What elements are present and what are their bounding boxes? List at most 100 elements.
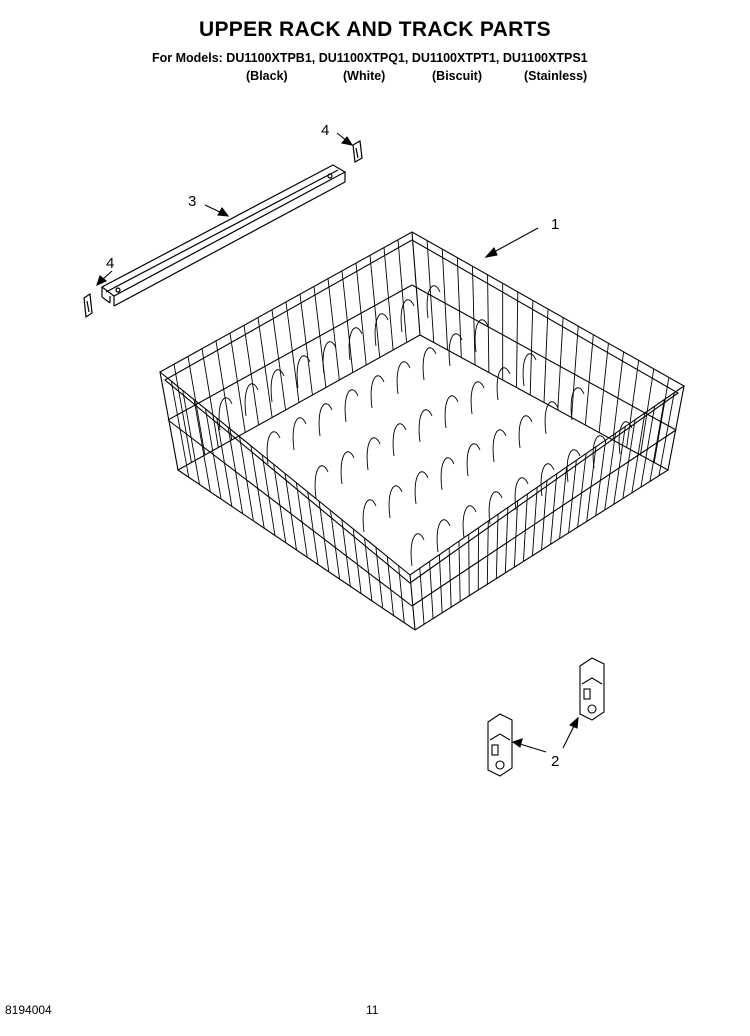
rack-wire xyxy=(649,399,665,482)
rack-wire xyxy=(577,453,587,528)
rack-tine xyxy=(218,397,233,431)
rack-wire xyxy=(307,491,319,565)
document-number: 8194004 xyxy=(5,1003,52,1017)
rack-wire xyxy=(187,356,206,456)
rack-tine xyxy=(570,387,585,421)
variant-biscuit: (Biscuit) xyxy=(432,69,482,83)
rack-wire xyxy=(640,406,656,488)
rack-wire xyxy=(364,538,373,601)
rack-wire xyxy=(550,473,558,545)
rack-tine xyxy=(544,401,559,435)
rack-adjuster-right xyxy=(579,657,605,721)
page-title: UPPER RACK AND TRACK PARTS xyxy=(199,18,551,41)
track-rail xyxy=(100,164,347,307)
rack-wire xyxy=(227,427,244,514)
rack-wire xyxy=(239,436,254,521)
rack-wire xyxy=(205,408,222,500)
models-line: For Models: DU1100XTPB1, DU1100XTPQ1, DU… xyxy=(152,51,588,65)
rack-wire xyxy=(243,325,260,426)
rack-wire xyxy=(658,392,675,476)
rack-tine xyxy=(322,341,337,375)
rack-wire xyxy=(441,249,449,351)
rack-wire xyxy=(383,247,394,351)
rack-wire xyxy=(193,399,211,492)
rack-wire xyxy=(182,390,200,485)
rack-wire xyxy=(273,464,287,543)
callout-2: 2 xyxy=(551,753,559,770)
rack-wire xyxy=(595,439,607,516)
rack-wire xyxy=(352,528,362,594)
rack-tine xyxy=(344,389,359,423)
rack-adjuster-left xyxy=(487,713,513,777)
rack-wire xyxy=(598,343,609,433)
rack-wire xyxy=(458,541,461,602)
rack-tine xyxy=(474,319,489,353)
rack-wire xyxy=(604,433,616,511)
rack-wire xyxy=(429,561,434,619)
rack-tine xyxy=(388,485,403,519)
rack-wire xyxy=(487,274,490,373)
rack-wire xyxy=(631,412,646,493)
track-stop-top xyxy=(352,140,363,163)
rack-wire xyxy=(586,446,597,522)
rack-tine xyxy=(392,423,407,457)
rack-tines xyxy=(218,285,633,567)
rack-tine xyxy=(414,471,429,505)
rack-wire xyxy=(515,291,519,388)
rack-tine xyxy=(618,421,633,455)
rack-wire xyxy=(557,317,564,411)
rack-wire xyxy=(426,240,435,343)
rack-tine xyxy=(518,415,533,449)
rack-tine xyxy=(514,477,529,511)
rack-tine xyxy=(400,299,415,333)
rack-tine xyxy=(296,355,311,389)
rack-wire xyxy=(173,364,192,463)
rack-tine xyxy=(566,449,581,483)
rack-wire xyxy=(541,480,548,551)
rack-wire xyxy=(532,487,538,556)
rack-tine xyxy=(466,443,481,477)
rack-wire xyxy=(215,340,233,441)
rack-wire xyxy=(419,568,425,625)
rack-wire xyxy=(341,519,351,587)
rack-wire xyxy=(295,482,308,558)
page-number: 11 xyxy=(366,1003,379,1017)
rack-wire xyxy=(653,377,670,463)
rack-tine xyxy=(362,499,377,533)
rack-wire xyxy=(568,460,577,533)
rack-wire xyxy=(398,565,405,623)
rack-tine xyxy=(244,383,259,417)
rack-wire xyxy=(271,309,287,411)
rack-tine xyxy=(540,463,555,497)
rack-wire xyxy=(386,556,394,616)
rack-wire xyxy=(201,348,219,448)
rack-tine xyxy=(436,519,451,553)
rack-wire xyxy=(456,257,462,358)
rack-wire xyxy=(229,333,246,433)
rack-wire xyxy=(468,534,470,596)
rack-wire xyxy=(612,351,625,441)
variant-white: (White) xyxy=(343,69,386,83)
rack-tine xyxy=(418,409,433,443)
rack-tine xyxy=(440,457,455,491)
rack-tine xyxy=(462,505,477,539)
rack-wire xyxy=(522,493,528,562)
rack-wire xyxy=(285,301,300,403)
rack-tine xyxy=(496,367,511,401)
track-stop-left xyxy=(83,292,93,319)
rack-tine xyxy=(348,327,363,361)
rack-wire xyxy=(448,547,452,608)
rack-tine xyxy=(422,347,437,381)
rack-tine xyxy=(314,465,329,499)
rack-wire xyxy=(369,255,381,358)
rack-wire xyxy=(504,507,509,573)
rack-wire xyxy=(341,270,354,373)
rack-wire xyxy=(327,278,340,381)
rack-tine xyxy=(370,375,385,409)
rack-wire xyxy=(622,419,636,499)
rack-wire xyxy=(486,520,489,585)
rack-tine xyxy=(444,395,459,429)
callout-1: 1 xyxy=(551,216,559,233)
rack-wire xyxy=(495,514,499,579)
rack-tine xyxy=(270,369,285,403)
